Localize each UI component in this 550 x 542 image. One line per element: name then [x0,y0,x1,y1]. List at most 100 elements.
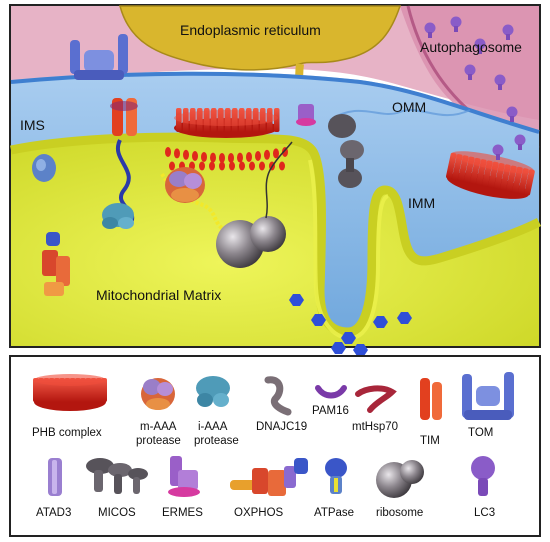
legend-ribosome-icon [376,460,424,498]
phb-subunit [38,378,45,402]
legend-atad3-label: ATAD3 [36,507,71,519]
lc3-protein [474,38,486,50]
ermes-scene [296,104,316,126]
legend-mthsp70-label: mtHsp70 [352,421,398,433]
lc3-stem [496,154,500,160]
atpase-scene [32,154,56,182]
lc3-stem [468,74,472,80]
legend-lc3-label: LC3 [474,507,495,519]
legend-m-aaa-icon [141,378,175,410]
tim-complex-scene [110,98,138,136]
phb-dot [199,161,205,171]
inner-mitochondrial-membrane [10,132,542,337]
legend-pam16-label: PAM16 [312,405,349,417]
legend-m-aaa-label-2: protease [136,435,181,447]
legend-m-aaa-label-1: m-AAA [140,421,177,433]
lc3-protein [492,144,504,156]
lc3-stem [510,116,514,122]
phb-subunit [274,108,280,132]
lc3-stem [506,34,510,40]
lc3-stem [518,144,522,150]
phb-dot [228,152,234,163]
ims-label: IMS [20,117,45,133]
phb-subunit [512,166,523,193]
phb-dot [183,149,189,160]
lc3-stem [478,48,482,54]
phb-dot [201,151,207,162]
micos-scene [328,114,364,188]
endoplasmic-reticulum-label: Endoplasmic reticulum [180,22,321,38]
omm-label: OMM [392,99,426,115]
legend-mthsp70-icon [355,385,397,413]
phb-dot [192,150,198,161]
matrix-proteins [289,294,412,356]
legend-i-aaa-label-1: i-AAA [198,421,228,433]
lc3-protein [464,64,476,76]
phb-subunit [101,378,107,402]
autophagosome-label: Autophagosome [420,39,522,55]
phb-dot [279,161,285,171]
phb-dot [259,161,265,171]
matrix-protein [373,316,388,328]
phb-subunit [446,152,457,179]
phb-subunit [33,378,39,402]
legend-micos-label: MICOS [98,507,136,519]
lc3-stem [454,26,458,32]
legend-dnajc19-label: DNAJC19 [256,421,307,433]
phb-dot [239,161,245,171]
lc3-protein [506,106,518,118]
legend-i-aaa-label-2: protease [194,435,239,447]
scene-panel: Endoplasmic reticulum Autophagosome IMS … [9,4,542,356]
phb-subunit [452,154,463,180]
lc3-protein [424,22,436,34]
tom-complex-scene [70,34,128,80]
imm-label: IMM [408,195,435,211]
omm-wave [329,109,471,121]
matrix-protein [311,314,326,326]
lc3-protein [450,16,462,28]
legend-atad3-icon [48,458,62,496]
legend-tom-icon [462,372,514,420]
legend-pam16-icon [315,385,347,399]
phb-dot [210,152,216,163]
legend-oxphos-label: OXPHOS [234,507,284,519]
legend-tom-label: TOM [468,427,493,439]
lc3-protein [494,74,506,86]
phb-dot [264,149,270,160]
legend-atpase-icon [325,458,347,494]
i-aaa-protease-scene [102,203,134,229]
legend-atpase-label: ATPase [314,507,354,519]
legend-micos-icon [86,458,148,494]
legend-frame [9,355,541,537]
matrix-protein [397,312,412,324]
matrix-protein [331,342,346,354]
lc3-stem [428,32,432,38]
legend-lc3-icon [471,456,495,496]
phb-dot [219,152,225,163]
phb-dot [237,152,243,163]
oxphos-scene [42,232,70,296]
matrix-protein [341,332,356,344]
phb-dot [209,161,215,171]
scene-frame [9,4,541,348]
legend-phb-icon [33,374,107,411]
legend-tim-icon [420,378,442,420]
endoplasmic-reticulum-shape [119,5,402,71]
ribosome-scene [216,216,286,268]
lc3-scene [424,16,526,160]
legend-i-aaa-icon [196,376,230,407]
legend-ermes-label: ERMES [162,507,203,519]
phb-dot [219,161,225,171]
lc3-stem [498,84,502,90]
legend-phb-label: PHB complex [32,427,102,439]
phb-subunit [518,168,529,195]
lc3-protein [502,24,514,36]
phb-dot [169,161,175,171]
phb-subunit [524,169,535,196]
legend-ermes-icon [168,456,200,497]
phb-complex-top [174,108,280,138]
phb-complex-right [446,151,535,199]
mrna-strand [265,141,293,219]
phb-dot [174,148,180,159]
legend-ribosome-label: ribosome [376,507,423,519]
